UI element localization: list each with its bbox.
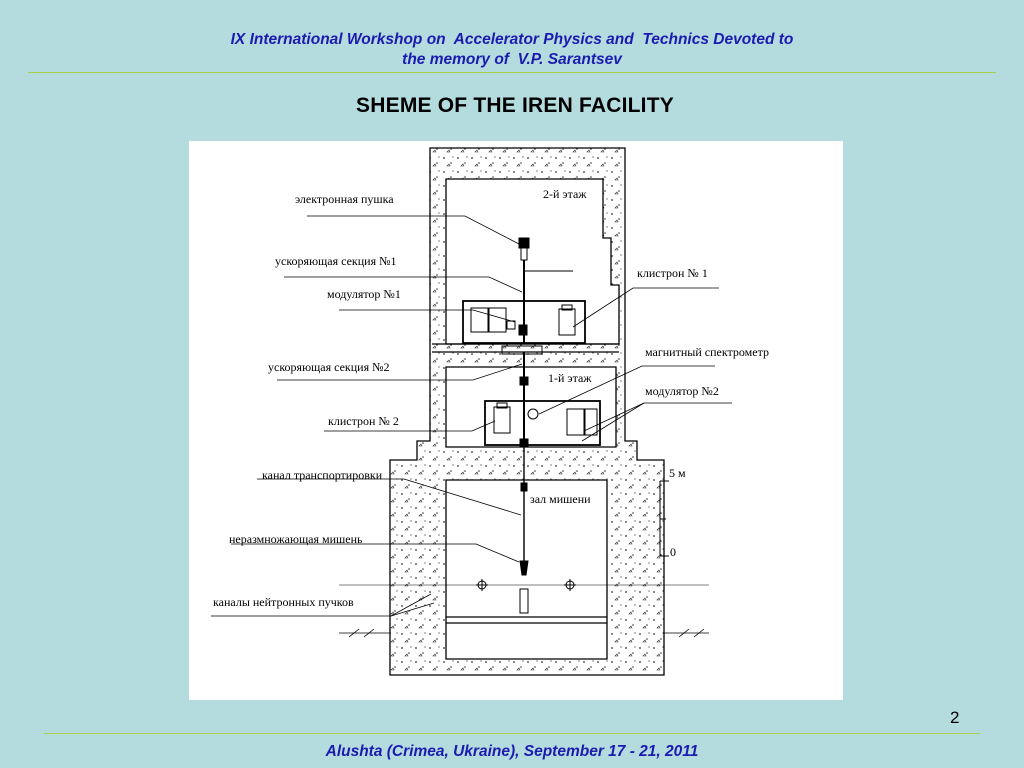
diagram-labels: электронная пушка ускоряющая секция №1 м… — [213, 187, 769, 609]
header-rule — [28, 72, 996, 73]
label-electron-gun: электронная пушка — [295, 192, 394, 206]
footer-rule — [44, 733, 980, 734]
building-walls — [339, 147, 709, 676]
label-floor-1: 1-й этаж — [548, 371, 592, 385]
workshop-header: IX International Workshop on Accelerator… — [0, 30, 1024, 70]
label-transport-channel: канал транспортировки — [262, 468, 383, 482]
page-number: 2 — [950, 708, 960, 727]
label-scale-top: 5 м — [669, 466, 686, 480]
ground-hatch — [339, 628, 709, 638]
label-target-hall: зал мишени — [530, 492, 591, 506]
floor-1-equipment — [484, 352, 601, 448]
label-neutron-channels: каналы нейтронных пучков — [213, 595, 354, 609]
footer-text: Alushta (Crimea, Ukraine), September 17 … — [325, 743, 699, 760]
floor-2-equipment — [462, 237, 586, 355]
label-modulator-2: модулятор №2 — [645, 384, 719, 398]
scale-bar — [659, 480, 669, 557]
label-accel-section-2: ускоряющая секция №2 — [268, 360, 390, 374]
header-line-2: the memory of V.P. Sarantsev — [402, 51, 622, 68]
leader-lines — [211, 215, 732, 617]
diagram-panel: электронная пушка ускоряющая секция №1 м… — [189, 141, 843, 700]
label-klystron-1: клистрон № 1 — [637, 266, 708, 280]
label-klystron-2: клистрон № 2 — [328, 414, 399, 428]
label-scale-bottom: 0 — [670, 545, 676, 559]
label-modulator-1: модулятор №1 — [327, 287, 401, 301]
label-accel-section-1: ускоряющая секция №1 — [275, 254, 397, 268]
label-floor-2: 2-й этаж — [543, 187, 587, 201]
target-hall-equipment — [476, 447, 576, 614]
iren-facility-scheme: электронная пушка ускоряющая секция №1 м… — [211, 147, 769, 676]
slide-title: SHEME OF THE IREN FACILITY — [356, 94, 674, 117]
header-line-1: IX International Workshop on Accelerator… — [230, 31, 794, 48]
label-magnetic-spectrometer: магнитный спектрометр — [645, 345, 769, 359]
label-nonmultiplying-target: неразмножающая мишень — [229, 532, 363, 546]
